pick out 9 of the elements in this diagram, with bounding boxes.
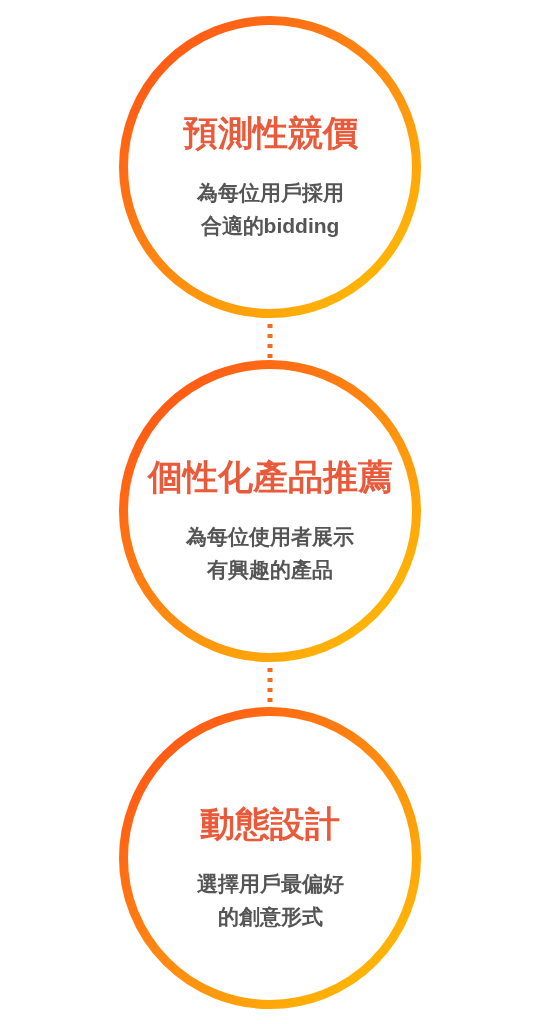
circle-node xyxy=(119,16,421,318)
description-text: 選擇用戶最偏好的創意形式 xyxy=(195,871,345,930)
heading-text: 動態設計 xyxy=(199,803,341,845)
description-text: 為每位使用者展示有興趣的產品 xyxy=(184,524,355,583)
heading-text: 個性化產品推薦 xyxy=(146,456,394,498)
circle-node xyxy=(119,360,421,662)
description-text: 為每位用戶採用合適的bidding xyxy=(195,180,345,239)
heading-text: 預測性競價 xyxy=(181,112,359,154)
circle-node xyxy=(119,707,421,1009)
